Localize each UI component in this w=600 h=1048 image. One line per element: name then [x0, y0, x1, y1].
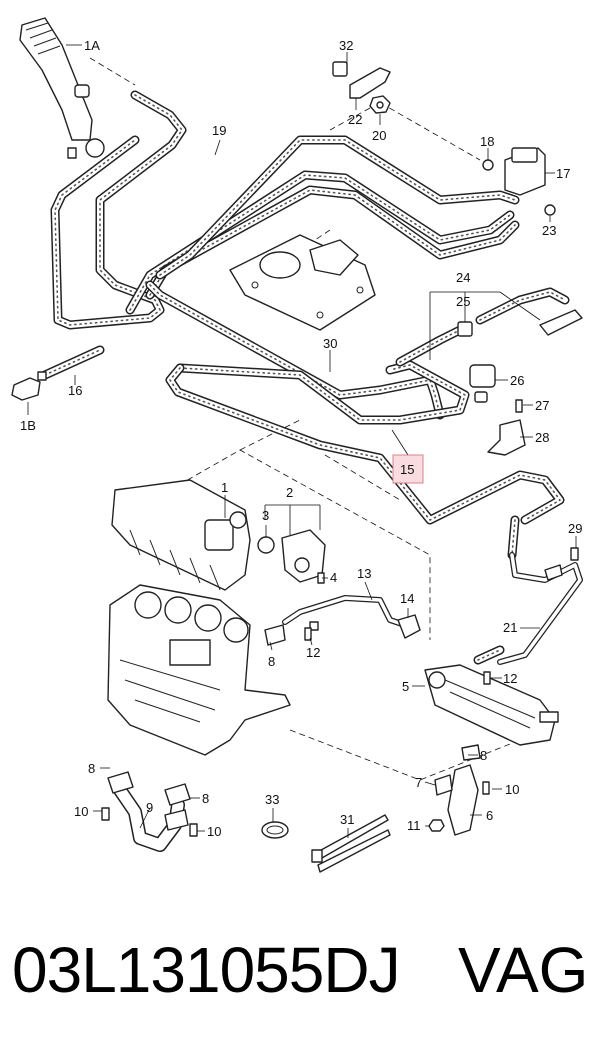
brand-name: VAG [458, 934, 589, 1006]
egr-pipe-13 [282, 595, 408, 628]
valve-26 [469, 364, 496, 403]
vacuum-pump-assembly [229, 234, 376, 331]
callout-8-d: 8 [202, 791, 209, 806]
callout-20: 20 [372, 128, 386, 143]
callout-30: 30 [323, 336, 337, 351]
thermostat-housing-2 [257, 529, 326, 584]
bolts-12 [304, 627, 491, 685]
callout-26: 26 [510, 373, 524, 388]
callout-9: 9 [146, 800, 153, 815]
parts [11, 17, 583, 873]
bracket-22 [332, 61, 391, 99]
metal-pipe-21 [497, 552, 583, 665]
callout-32: 32 [339, 38, 353, 53]
callout-10-b: 10 [74, 804, 88, 819]
flange-14 [264, 614, 421, 646]
part-number-footer: 03L131055DJ VAG [0, 920, 600, 1020]
callout-7: 7 [415, 775, 422, 790]
callout-25: 25 [456, 294, 470, 309]
coolant-pipe-6 [428, 764, 490, 836]
callout-33: 33 [265, 792, 279, 807]
callout-14: 14 [400, 591, 414, 606]
callout-29: 29 [568, 521, 582, 536]
egr-cooler-5 [424, 664, 559, 746]
part-number: 03L131055DJ [12, 934, 401, 1006]
callout-21: 21 [503, 620, 517, 635]
callout-12-b: 12 [503, 671, 517, 686]
callout-5: 5 [402, 679, 409, 694]
callout-3: 3 [262, 508, 269, 523]
callout-1a: 1A [84, 38, 100, 53]
callout-18: 18 [480, 134, 494, 149]
solenoid-valve-17 [482, 147, 556, 216]
callout-13: 13 [357, 566, 371, 581]
check-valve-1b [11, 371, 47, 401]
exploded-parts-diagram: 1A 32 22 20 19 18 17 23 24 25 30 26 27 2… [11, 17, 583, 873]
intake-hose-1a [19, 17, 105, 159]
callout-8-c: 8 [88, 761, 95, 776]
callout-23: 23 [542, 223, 556, 238]
engine-block [107, 584, 291, 756]
assembly-guide-lines [89, 57, 521, 781]
callout-6: 6 [486, 808, 493, 823]
callout-28: 28 [535, 430, 549, 445]
manifold-1 [111, 479, 251, 591]
cable-ties-31 [311, 814, 391, 873]
callout-17: 17 [556, 166, 570, 181]
bracket-28 [487, 399, 526, 456]
hose-clamp-33 [261, 821, 289, 839]
callout-8-b: 8 [480, 748, 487, 763]
callout-1b: 1B [20, 418, 36, 433]
callout-22: 22 [348, 112, 362, 127]
callout-10-c: 10 [207, 824, 221, 839]
callout-2: 2 [286, 485, 293, 500]
highlight-box-15 [392, 454, 424, 484]
callout-12-a: 12 [306, 645, 320, 660]
callout-16: 16 [68, 383, 82, 398]
callout-24: 24 [456, 270, 470, 285]
leader-lines [27, 44, 577, 838]
callout-1: 1 [221, 480, 228, 495]
lower-flanges [101, 744, 481, 837]
callout-31: 31 [340, 812, 354, 827]
vacuum-hoses [40, 90, 570, 665]
connector-25 [457, 309, 583, 337]
callout-4: 4 [330, 570, 337, 585]
clip-29 [544, 547, 579, 581]
callout-27: 27 [535, 398, 549, 413]
nut-20 [369, 95, 391, 114]
part-callouts: 1A 32 22 20 19 18 17 23 24 25 30 26 27 2… [20, 38, 582, 839]
callout-19: 19 [212, 123, 226, 138]
callout-8-a: 8 [268, 654, 275, 669]
callout-11: 11 [407, 818, 421, 833]
callout-10-a: 10 [505, 782, 519, 797]
callout-15: 15 [400, 462, 414, 477]
